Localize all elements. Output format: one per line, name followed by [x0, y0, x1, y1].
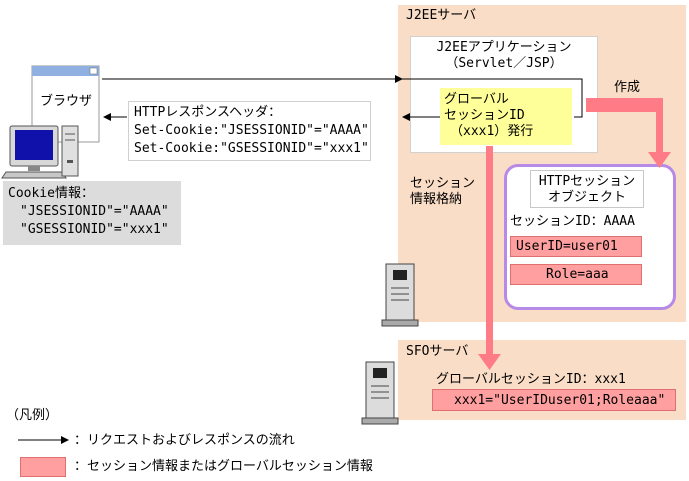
create-label: 作成: [614, 80, 641, 95]
http-header-line2: Set-Cookie:"GSESSIONID"="xxx1": [134, 141, 369, 156]
browser-label: ブラウザ: [40, 94, 93, 109]
role-text: Role=aaa: [546, 267, 609, 282]
j2ee-app-title: J2EEアプリケーション: [436, 40, 572, 55]
legend-pink-swatch: [20, 457, 66, 477]
global-session-line2: セッションID: [444, 108, 525, 123]
sfo-server-label: SFOサーバ: [406, 344, 469, 359]
cookie-title: Cookie情報：: [8, 186, 94, 201]
sfo-session-entry: [432, 389, 676, 411]
http-header-line1: Set-Cookie:"JSESSIONID"="AAAA": [134, 123, 369, 138]
cookie-info: [3, 181, 181, 245]
http-session-id: セッションID：AAAA: [510, 214, 635, 229]
user-id-text: UserID=user01: [516, 239, 618, 254]
legend-arrow-desc: ：リクエストおよびレスポンスの流れ: [74, 433, 295, 448]
global-session-line3: （xxx1）発行: [450, 124, 534, 139]
http-session-title-box: [530, 170, 644, 208]
user-id-entry: [510, 236, 642, 257]
cookie-line1: "JSESSIONID"="AAAA": [20, 204, 169, 219]
global-session-line1: グローバル: [444, 92, 509, 107]
sfo-server-machine-icon: [361, 361, 399, 425]
legend-pink-desc: ：セッション情報またはグローバルセッション情報: [74, 459, 373, 474]
j2ee-server-label: J2EEサーバ: [406, 8, 477, 23]
role-entry: [510, 264, 642, 285]
http-header-title: HTTPレスポンスヘッダ：: [134, 105, 282, 120]
http-session-title-line2: オブジェクト: [547, 190, 626, 205]
http-response-header: [128, 101, 371, 161]
client-computer-icon: [1, 125, 79, 179]
j2ee-app-subtitle: （Servlet／JSP）: [445, 56, 563, 71]
cookie-line2: "GSESSIONID"="xxx1": [20, 222, 169, 237]
http-session-title-line1: HTTPセッション: [538, 174, 636, 189]
session-store-line1: セッション: [410, 176, 476, 191]
session-store-line2: 情報格納: [410, 192, 463, 207]
sfo-session-entry-text: xxx1="UserIDuser01;Roleaaa": [454, 393, 666, 408]
legend-title: （凡例）: [6, 408, 59, 423]
sfo-global-session-id: グローバルセッションID：xxx1: [436, 372, 626, 387]
